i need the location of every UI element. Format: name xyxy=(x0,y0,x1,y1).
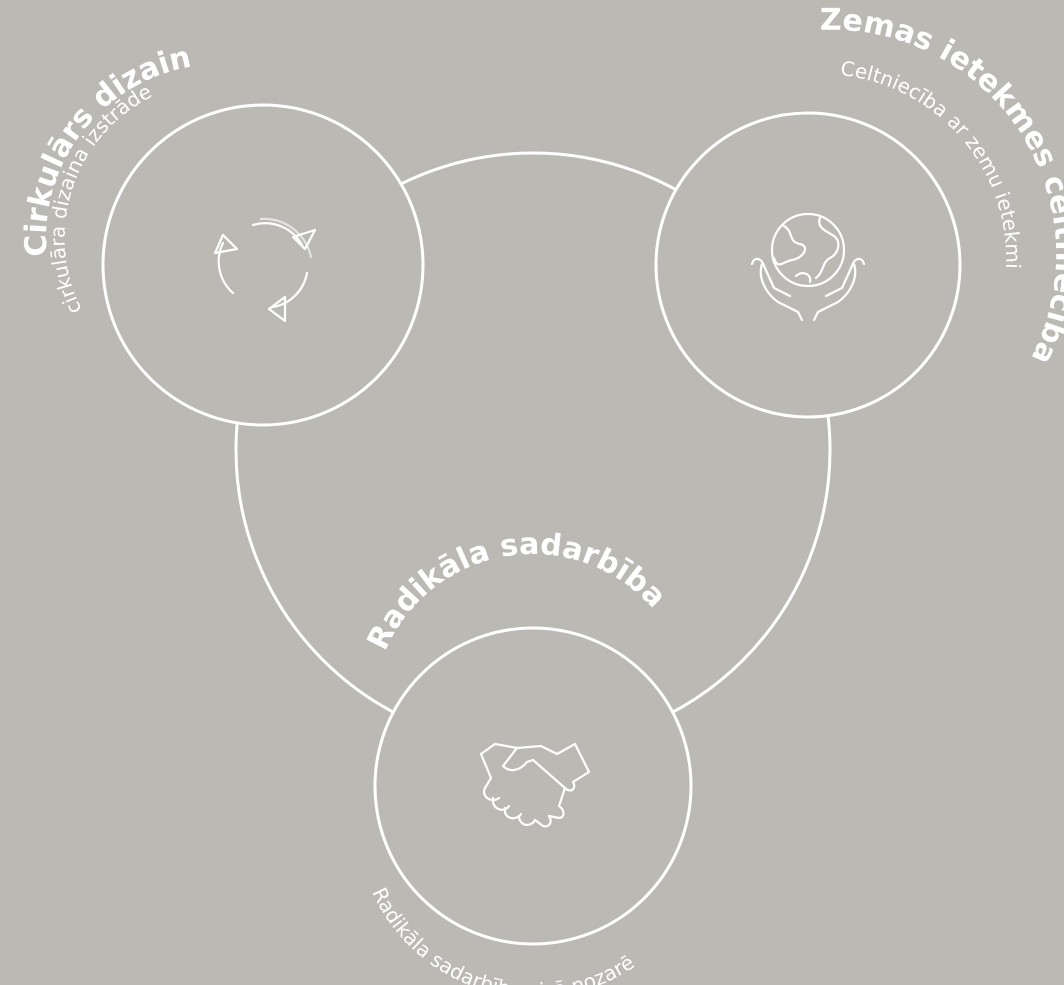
globe-hands-icon xyxy=(750,212,866,322)
node-circle xyxy=(101,103,425,427)
node-circle xyxy=(373,626,693,946)
handshake-icon xyxy=(479,742,591,828)
node-circular-design: Cirkulārs dizains cirkulāra dizaina izst… xyxy=(0,0,425,427)
node-collaboration: Radikāla sadarbība Radikāla sadarbība vi… xyxy=(361,527,693,985)
recycle-icon xyxy=(213,217,317,323)
node-low-impact: Zemas ietekmes celtniecība Celtniecība a… xyxy=(654,3,1064,419)
node-circle xyxy=(654,111,962,419)
